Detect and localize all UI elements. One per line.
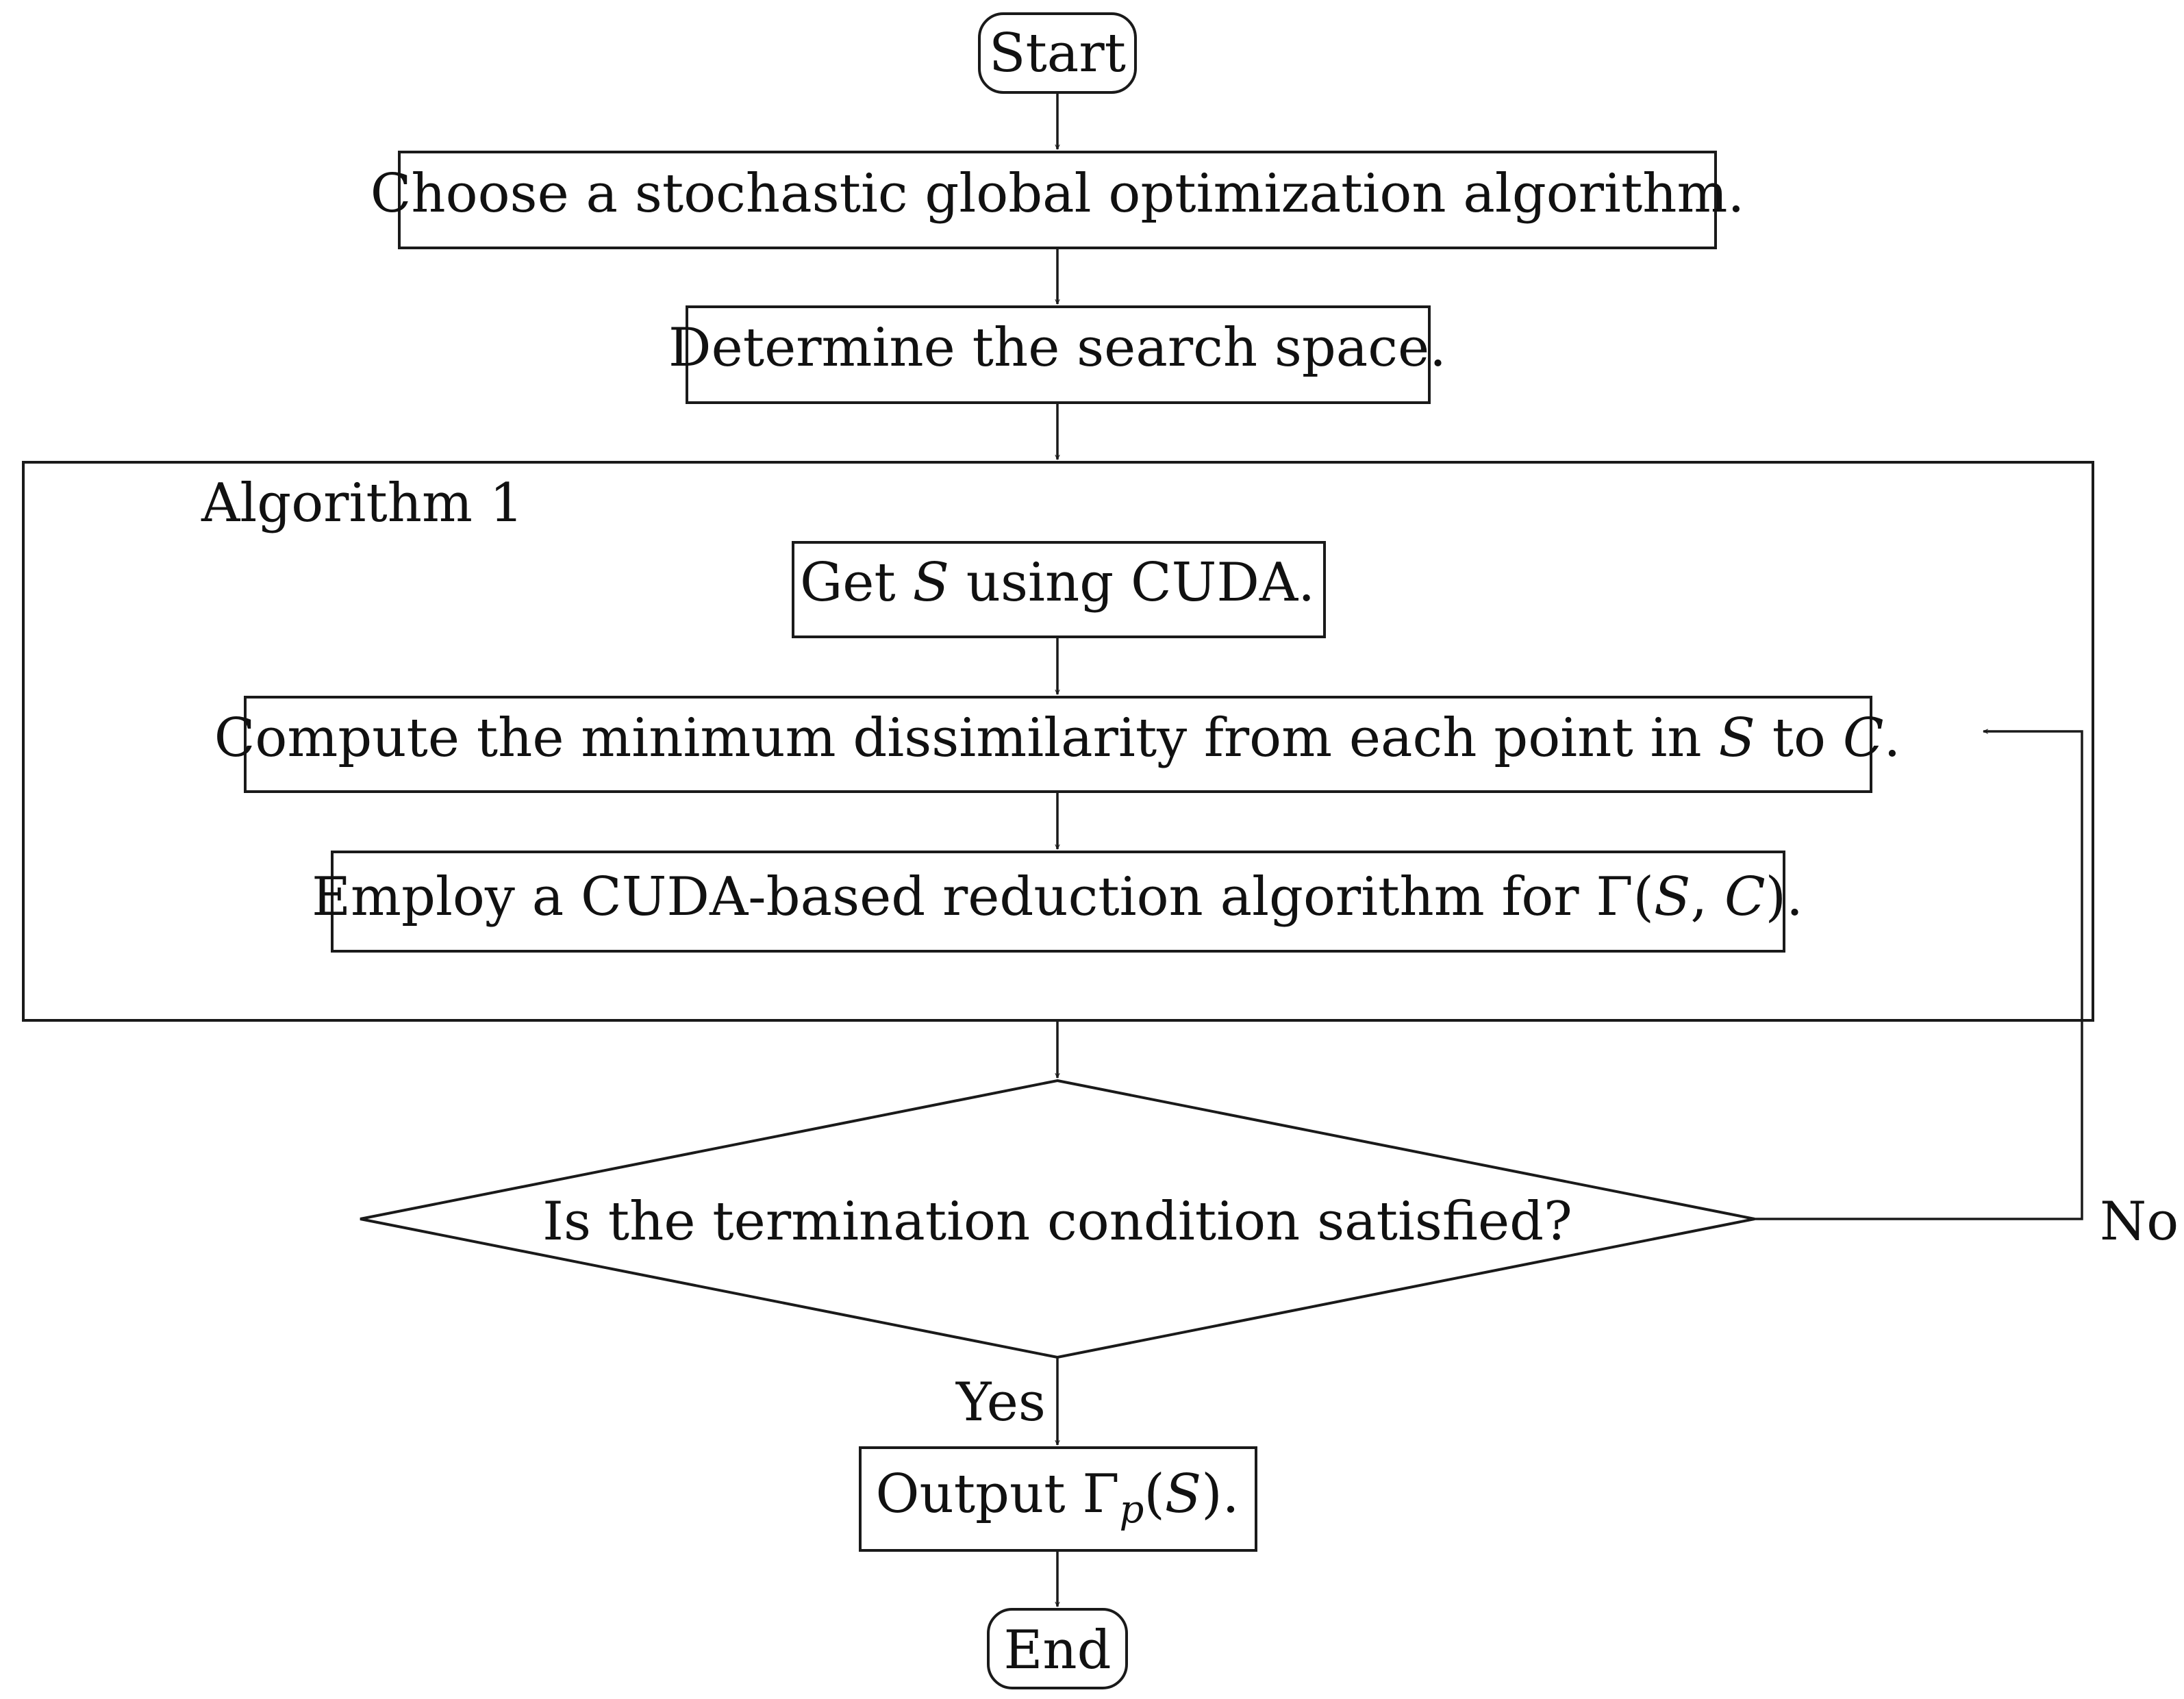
choose-algorithm-label: Choose a stochastic global optimization … — [371, 163, 1745, 225]
compute-dissimilarity-box — [244, 696, 1872, 793]
no-label: No — [2100, 1191, 2179, 1253]
get-s-box — [792, 541, 1326, 638]
algorithm-1-title: Algorithm 1 — [201, 473, 523, 534]
employ-reduction-box — [331, 851, 1785, 953]
employ-reduction-label: Employ a CUDA-based reduction algorithm … — [312, 866, 1803, 928]
edge-no-loop-back — [1755, 731, 2083, 1220]
determine-search-space-label: Determine the search space. — [668, 317, 1446, 379]
choose-algorithm-box — [398, 151, 1717, 249]
output-label: Output Γp(S). — [876, 1463, 1240, 1532]
output-box — [859, 1446, 1257, 1552]
get-s-label: Get S using CUDA. — [800, 552, 1315, 614]
termination-decision-label: Is the termination condition satisfied? — [542, 1191, 1572, 1253]
end-terminal — [987, 1608, 1128, 1689]
end-label: End — [1003, 1620, 1111, 1681]
yes-label: Yes — [955, 1372, 1046, 1433]
start-label: Start — [989, 23, 1126, 84]
compute-dissimilarity-label: Compute the minimum dissimilarity from e… — [214, 707, 1901, 769]
